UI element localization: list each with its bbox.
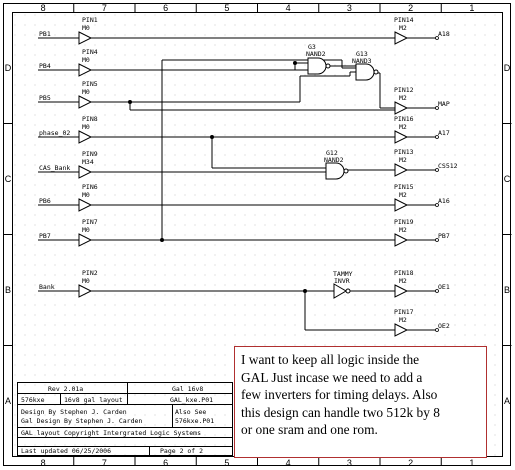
output-net-a16: A16 <box>438 197 450 205</box>
title-page: Page 2 of 2 <box>160 447 203 455</box>
output-net-oe1: OE1 <box>438 283 450 291</box>
gate-ref-g3: G3 <box>308 43 316 51</box>
gate-type-g13: NAND3 <box>352 57 372 65</box>
input-model-pin7: M0 <box>82 226 90 234</box>
input-pin-pin7: PIN7 <box>82 218 98 226</box>
frame-column-label: 5 <box>224 3 229 13</box>
title-design-by-2: Gal Design By Stephen J. Carden <box>21 417 142 425</box>
frame-row-label: C <box>5 174 12 184</box>
output-model-pin13: M2 <box>399 156 407 164</box>
input-model-pin1: M0 <box>82 24 90 32</box>
frame-row-label: C <box>504 174 511 184</box>
output-model-pin15: M2 <box>399 191 407 199</box>
frame-column-label: 7 <box>102 3 107 13</box>
gate-ref-tammy: TAMMY <box>333 270 353 278</box>
frame-column-label: 6 <box>163 458 168 468</box>
output-net-a17: A17 <box>438 129 450 137</box>
input-net-pb6: PB6 <box>39 197 51 205</box>
input-pin-pin1: PIN1 <box>82 16 98 24</box>
output-model-pin17: M2 <box>399 316 407 324</box>
title-file: GAL_kxe.P01 <box>170 396 213 404</box>
output-net-oe2: OE2 <box>438 322 450 330</box>
frame-column-label: 7 <box>102 458 107 468</box>
output-net-pb7: PB7 <box>438 232 450 240</box>
output-pin-pin19: PIN19 <box>394 218 414 226</box>
frame-column-label: 4 <box>286 3 291 13</box>
output-pin-pin12: PIN12 <box>394 86 414 94</box>
output-pin-pin18: PIN18 <box>394 269 414 277</box>
frame-row-label: D <box>504 63 511 73</box>
frame-row-label: A <box>5 396 11 406</box>
input-pin-pin4: PIN4 <box>82 48 98 56</box>
frame-column-label: 4 <box>286 458 291 468</box>
input-net-casbank: CAS_Bank <box>39 164 70 172</box>
output-net-cs512: CS512 <box>438 162 458 170</box>
gate-type-tammy: INVR <box>334 277 350 285</box>
frame-column-label: 3 <box>347 458 352 468</box>
output-model-pin19: M2 <box>399 226 407 234</box>
note-line-2: GAL Just incase we need to add a <box>241 369 423 385</box>
input-net-bank: Bank <box>39 283 55 291</box>
input-model-pin6: M0 <box>82 191 90 199</box>
frame-column-label: 3 <box>347 3 352 13</box>
gate-ref-g13: G13 <box>356 50 368 58</box>
input-model-pin9: M34 <box>82 158 94 166</box>
title-also-see-file: 576kxe.P01 <box>175 417 214 425</box>
annotation-note: I want to keep all logic inside the GAL … <box>234 346 487 458</box>
gate-type-g3: NAND2 <box>306 50 326 58</box>
output-pin-pin15: PIN15 <box>394 183 414 191</box>
frame-column-label: 5 <box>224 458 229 468</box>
input-pin-pin8: PIN8 <box>82 115 98 123</box>
output-pin-pin13: PIN13 <box>394 148 414 156</box>
input-model-pin2: M0 <box>82 277 90 285</box>
output-model-pin18: M2 <box>399 277 407 285</box>
frame-row-label: B <box>504 285 510 295</box>
title-copyright: GAL layout Copyright Intergrated Logic S… <box>21 429 201 437</box>
note-line-5: or one sram and one rom. <box>241 422 378 437</box>
output-model-pin14: M2 <box>399 24 407 32</box>
output-pin-pin14: PIN14 <box>394 16 414 24</box>
title-also-see: Also See <box>175 408 206 416</box>
input-model-pin8: M0 <box>82 123 90 131</box>
input-net-pb1: PB1 <box>39 30 51 38</box>
input-pin-pin2: PIN2 <box>82 269 98 277</box>
input-pin-pin9: PIN9 <box>82 150 98 158</box>
input-model-pin5: M0 <box>82 88 90 96</box>
gate-ref-g12: G12 <box>326 149 338 157</box>
frame-column-label: 2 <box>408 458 413 468</box>
output-pin-pin17: PIN17 <box>394 308 414 316</box>
frame-row-label: D <box>5 63 12 73</box>
output-pin-pin16: PIN16 <box>394 115 414 123</box>
input-pin-pin6: PIN6 <box>82 183 98 191</box>
note-line-1: I want to keep all logic inside the <box>241 352 420 367</box>
frame-column-label: 1 <box>469 3 474 13</box>
output-model-pin12: M2 <box>399 94 407 102</box>
title-design-by-1: Design By Stephen J. Carden <box>21 408 127 416</box>
frame-row-label: B <box>5 285 11 295</box>
output-model-pin16: M2 <box>399 123 407 131</box>
frame-column-label: 8 <box>41 3 46 13</box>
title-device: Gal 16v8 <box>172 385 203 393</box>
input-net-pb7: PB7 <box>39 232 51 240</box>
input-net-phase02: phase_02 <box>39 129 70 137</box>
note-line-4: this design can handle two 512k by 8 <box>241 404 440 420</box>
frame-column-label: 2 <box>408 3 413 13</box>
input-model-pin4: M0 <box>82 56 90 64</box>
output-net-map: MAP <box>438 100 450 108</box>
gate-type-g12: NAND2 <box>324 156 344 164</box>
frame-column-label: 1 <box>469 458 474 468</box>
input-net-pb5: PB5 <box>39 94 51 102</box>
title-rev: Rev 2.01a <box>48 385 83 393</box>
note-line-3: few inverters for timing delays. Also <box>241 387 438 402</box>
input-net-pb4: PB4 <box>39 62 51 70</box>
title-updated: Last updated 06/25/2006 <box>21 447 111 455</box>
title-project: 576kxe <box>21 396 45 404</box>
frame-column-label: 8 <box>41 458 46 468</box>
title-desc: 16v8 gal layout <box>64 396 123 404</box>
frame-column-label: 6 <box>163 3 168 13</box>
output-net-a18: A18 <box>438 30 450 38</box>
input-pin-pin5: PIN5 <box>82 80 98 88</box>
frame-row-label: A <box>504 396 510 406</box>
